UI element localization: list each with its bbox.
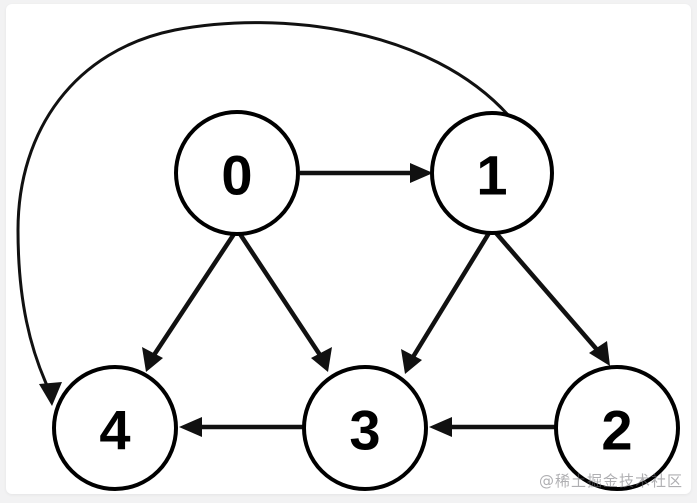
edge-3-to-4-arrowhead (179, 417, 202, 437)
node-1-label: 1 (476, 144, 507, 207)
node-0-circle[interactable] (174, 110, 300, 236)
edge-1-to-2-arrowhead (589, 341, 610, 366)
edge-1-to-4 (16, 21, 511, 406)
graph-node-3[interactable]: 3 (302, 365, 428, 491)
node-3-circle[interactable] (302, 365, 428, 491)
edge-2-to-3 (429, 417, 555, 437)
edge-1-to-3-path (411, 231, 491, 359)
node-1-circle[interactable] (430, 111, 554, 235)
graph-node-2[interactable]: 2 (554, 365, 680, 491)
graph-node-0[interactable]: 0 (174, 110, 300, 236)
graph-node-4[interactable]: 4 (52, 365, 178, 491)
edge-1-to-4-arrowhead (39, 382, 62, 406)
watermark-text: @稀土掘金技术社区 (538, 472, 683, 490)
graph-node-1[interactable]: 1 (430, 111, 554, 235)
edge-1-to-3 (401, 231, 491, 374)
node-4-circle[interactable] (52, 365, 178, 491)
node-0-label: 0 (221, 144, 252, 207)
edge-1-to-4-path (16, 21, 511, 393)
edge-0-to-4-arrowhead (142, 347, 163, 372)
edge-0-to-1 (300, 163, 433, 183)
edge-1-to-3-arrowhead (401, 349, 422, 374)
edge-2-to-3-arrowhead (429, 417, 452, 437)
edge-1-to-2 (494, 231, 610, 366)
edge-1-to-2-path (494, 231, 601, 354)
node-2-circle[interactable] (554, 365, 680, 491)
node-2-label: 2 (601, 399, 632, 462)
edge-0-to-4-path (152, 232, 236, 357)
node-3-label: 3 (349, 399, 380, 462)
node-4-label: 4 (99, 399, 130, 462)
edge-0-to-3 (238, 232, 332, 372)
edge-0-to-4 (142, 232, 236, 372)
edge-0-to-3-path (238, 232, 322, 357)
edge-0-to-1-arrowhead (410, 163, 433, 183)
edge-3-to-4 (179, 417, 303, 437)
edge-0-to-3-arrowhead (311, 347, 332, 372)
